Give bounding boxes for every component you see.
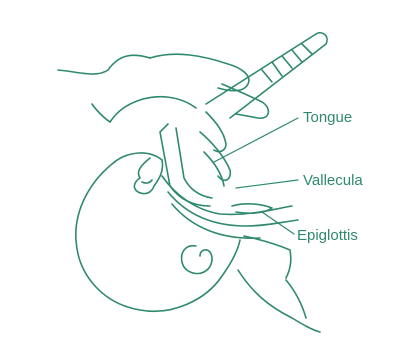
laryngoscope — [160, 33, 327, 206]
leader-lines — [214, 118, 298, 234]
index-finger — [110, 97, 196, 122]
nostril — [142, 180, 152, 183]
infant-head — [76, 153, 320, 332]
epiglottis-label: Epiglottis — [297, 227, 358, 244]
neck-line — [244, 236, 291, 278]
epiglottis-shape — [232, 204, 272, 213]
handle-grip-3 — [282, 56, 292, 68]
handle-grip-4 — [292, 50, 302, 62]
ear — [182, 246, 212, 274]
finger-4 — [204, 152, 224, 186]
finger-2 — [206, 112, 226, 152]
handle-grip-2 — [272, 62, 282, 76]
head-outline — [76, 153, 240, 311]
palm — [150, 54, 249, 90]
tongue-label: Tongue — [303, 109, 352, 126]
vallecula-label: Vallecula — [303, 172, 363, 189]
tongue-leader — [214, 118, 298, 162]
cuff — [92, 104, 110, 122]
face-profile — [134, 158, 162, 194]
epiglottis-leader — [262, 212, 294, 234]
wrist — [58, 55, 150, 74]
handle-grip-1 — [262, 70, 272, 82]
vallecula-leader — [236, 180, 298, 188]
chest-line — [286, 280, 306, 318]
airway-upper — [162, 176, 292, 214]
laryngoscope-blade — [160, 124, 210, 206]
handle-grip-5 — [302, 44, 312, 54]
shoulder-line — [238, 270, 320, 332]
